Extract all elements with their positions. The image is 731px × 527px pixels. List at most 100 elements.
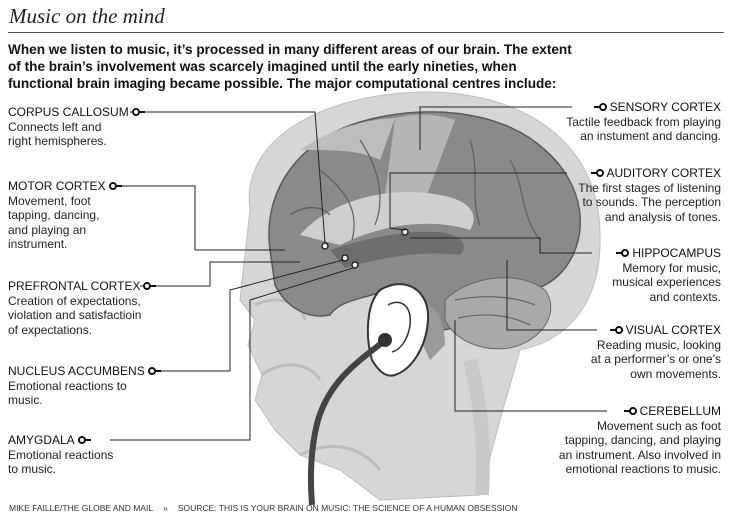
jaw-line bbox=[299, 445, 382, 471]
label-desc-line: Tactile feedback from playing bbox=[566, 114, 721, 129]
label-desc-line: Emotional reactions bbox=[8, 447, 114, 462]
label-desc-line: emotional reactions to music. bbox=[565, 462, 721, 476]
neck-spine bbox=[463, 358, 490, 496]
label-desc-line: and analysis of tones. bbox=[604, 209, 721, 224]
connector-icon bbox=[623, 407, 637, 416]
brain bbox=[268, 111, 581, 360]
connector-icon bbox=[590, 169, 604, 178]
label-hippocampus: HIPPOCAMPUS Memory for music,musical exp… bbox=[612, 246, 721, 304]
cheekbone bbox=[261, 363, 322, 381]
connector-icon bbox=[593, 103, 607, 112]
label-desc-line: Reading music, looking bbox=[596, 337, 721, 352]
line-visual bbox=[506, 260, 597, 331]
credit-text: MIKE FAILLE/THE GLOBE AND MAIL bbox=[9, 503, 154, 513]
line-cerebellum bbox=[454, 320, 607, 412]
label-desc-line: right hemispheres. bbox=[8, 134, 107, 148]
footer-credits: MIKE FAILLE/THE GLOBE AND MAIL » SOURCE: T… bbox=[9, 503, 527, 513]
label-desc-line: tapping, dancing, and playing bbox=[564, 433, 721, 447]
marker-amygdala bbox=[351, 261, 359, 269]
region-markers bbox=[321, 228, 409, 269]
marker-corpus bbox=[321, 242, 329, 250]
label-desc-line: instrument. bbox=[8, 237, 68, 251]
connector-icon bbox=[108, 182, 122, 191]
label-auditory-cortex: AUDITORY CORTEX The first stages of list… bbox=[578, 166, 721, 224]
connector-icon bbox=[616, 249, 630, 258]
label-heading: CEREBELLUM bbox=[639, 404, 721, 418]
label-prefrontal-cortex: PREFRONTAL CORTEX Creation of expectatio… bbox=[8, 279, 157, 337]
label-heading: AMYGDALA bbox=[8, 433, 75, 447]
connector-icon bbox=[147, 367, 161, 376]
connector-icon bbox=[143, 282, 157, 291]
label-desc-line: to music. bbox=[8, 462, 57, 476]
label-desc-line: and playing an bbox=[8, 222, 87, 237]
label-desc-line: of expectations. bbox=[8, 322, 93, 337]
intro-text: When we listen to music, it’s processed … bbox=[8, 41, 723, 92]
label-desc-line: violation and satisfactioin bbox=[8, 308, 142, 322]
label-desc-line: an instrument. Also involved in bbox=[558, 447, 721, 462]
label-heading: AUDITORY CORTEX bbox=[606, 166, 721, 180]
cerebellum bbox=[444, 277, 552, 350]
label-heading: NUCLEUS ACCUMBENS bbox=[8, 364, 145, 378]
earphone-cable bbox=[307, 339, 385, 506]
ear-outer bbox=[366, 283, 430, 377]
leader-lines bbox=[110, 106, 607, 441]
line-auditory bbox=[389, 172, 567, 231]
marker-nucleus bbox=[341, 254, 349, 262]
label-desc-line: Movement such as foot bbox=[596, 418, 721, 433]
ear-inner bbox=[387, 301, 411, 353]
label-desc-line: Movement, foot bbox=[8, 193, 91, 208]
label-desc-line: and contexts. bbox=[649, 289, 721, 304]
ear bbox=[366, 283, 430, 377]
label-desc-line: music. bbox=[8, 393, 43, 407]
intro-line: functional brain imaging became possible… bbox=[8, 76, 557, 91]
corpus-callosum bbox=[300, 191, 474, 245]
line-prefrontal bbox=[140, 261, 300, 287]
line-sensory bbox=[419, 106, 572, 150]
label-desc-line: The first stages of listening bbox=[578, 180, 721, 195]
diagram-title: Music on the mind bbox=[9, 4, 165, 28]
sensory-strip bbox=[385, 114, 455, 203]
label-desc-line: own movements. bbox=[630, 366, 721, 381]
earphone-bud bbox=[378, 333, 392, 347]
intro-line: of the brain’s involvement was scarcely … bbox=[8, 59, 517, 74]
label-desc-line: Emotional reactions to bbox=[8, 378, 127, 393]
label-desc-line: to sounds. The perception bbox=[582, 195, 721, 209]
marker-auditory bbox=[401, 228, 409, 236]
label-heading: MOTOR CORTEX bbox=[8, 179, 106, 193]
label-desc-line: tapping, dancing, bbox=[8, 208, 100, 222]
label-desc-line: at a performer’s or one’s bbox=[590, 352, 721, 366]
label-desc-line: musical experiences bbox=[612, 275, 721, 289]
cortex-highlight bbox=[300, 118, 395, 160]
line-motor bbox=[115, 185, 285, 251]
label-heading: CORPUS CALLOSUM bbox=[8, 105, 129, 119]
line-amygdala bbox=[110, 267, 354, 441]
line-corpus bbox=[130, 111, 326, 244]
label-heading: PREFRONTAL CORTEX bbox=[8, 279, 141, 293]
label-heading: VISUAL CORTEX bbox=[625, 323, 721, 337]
auditory-region bbox=[330, 231, 464, 268]
label-desc-line: Creation of expectations, bbox=[8, 293, 141, 308]
source-text: SOURCE: THIS IS YOUR BRAIN ON MUSIC: THE… bbox=[177, 503, 518, 513]
line-hippocampus bbox=[410, 237, 592, 254]
label-heading: HIPPOCAMPUS bbox=[632, 246, 721, 260]
face-features bbox=[254, 298, 490, 496]
connector-icon bbox=[77, 436, 91, 445]
connector-icon bbox=[131, 108, 145, 117]
label-desc-line: an instument and dancing. bbox=[580, 129, 721, 143]
separator-icon: » bbox=[163, 503, 168, 513]
line-nucleus bbox=[150, 259, 344, 372]
label-sensory-cortex: SENSORY CORTEX Tactile feedback from pla… bbox=[566, 100, 721, 144]
label-heading: SENSORY CORTEX bbox=[609, 100, 721, 114]
eye-socket bbox=[254, 298, 307, 321]
gyri-lines bbox=[289, 139, 541, 326]
connector-icon bbox=[609, 326, 623, 335]
title-rule bbox=[8, 32, 724, 33]
label-desc-line: Memory for music, bbox=[622, 260, 721, 275]
label-nucleus-accumbens: NUCLEUS ACCUMBENS Emotional reactions to… bbox=[8, 364, 161, 408]
